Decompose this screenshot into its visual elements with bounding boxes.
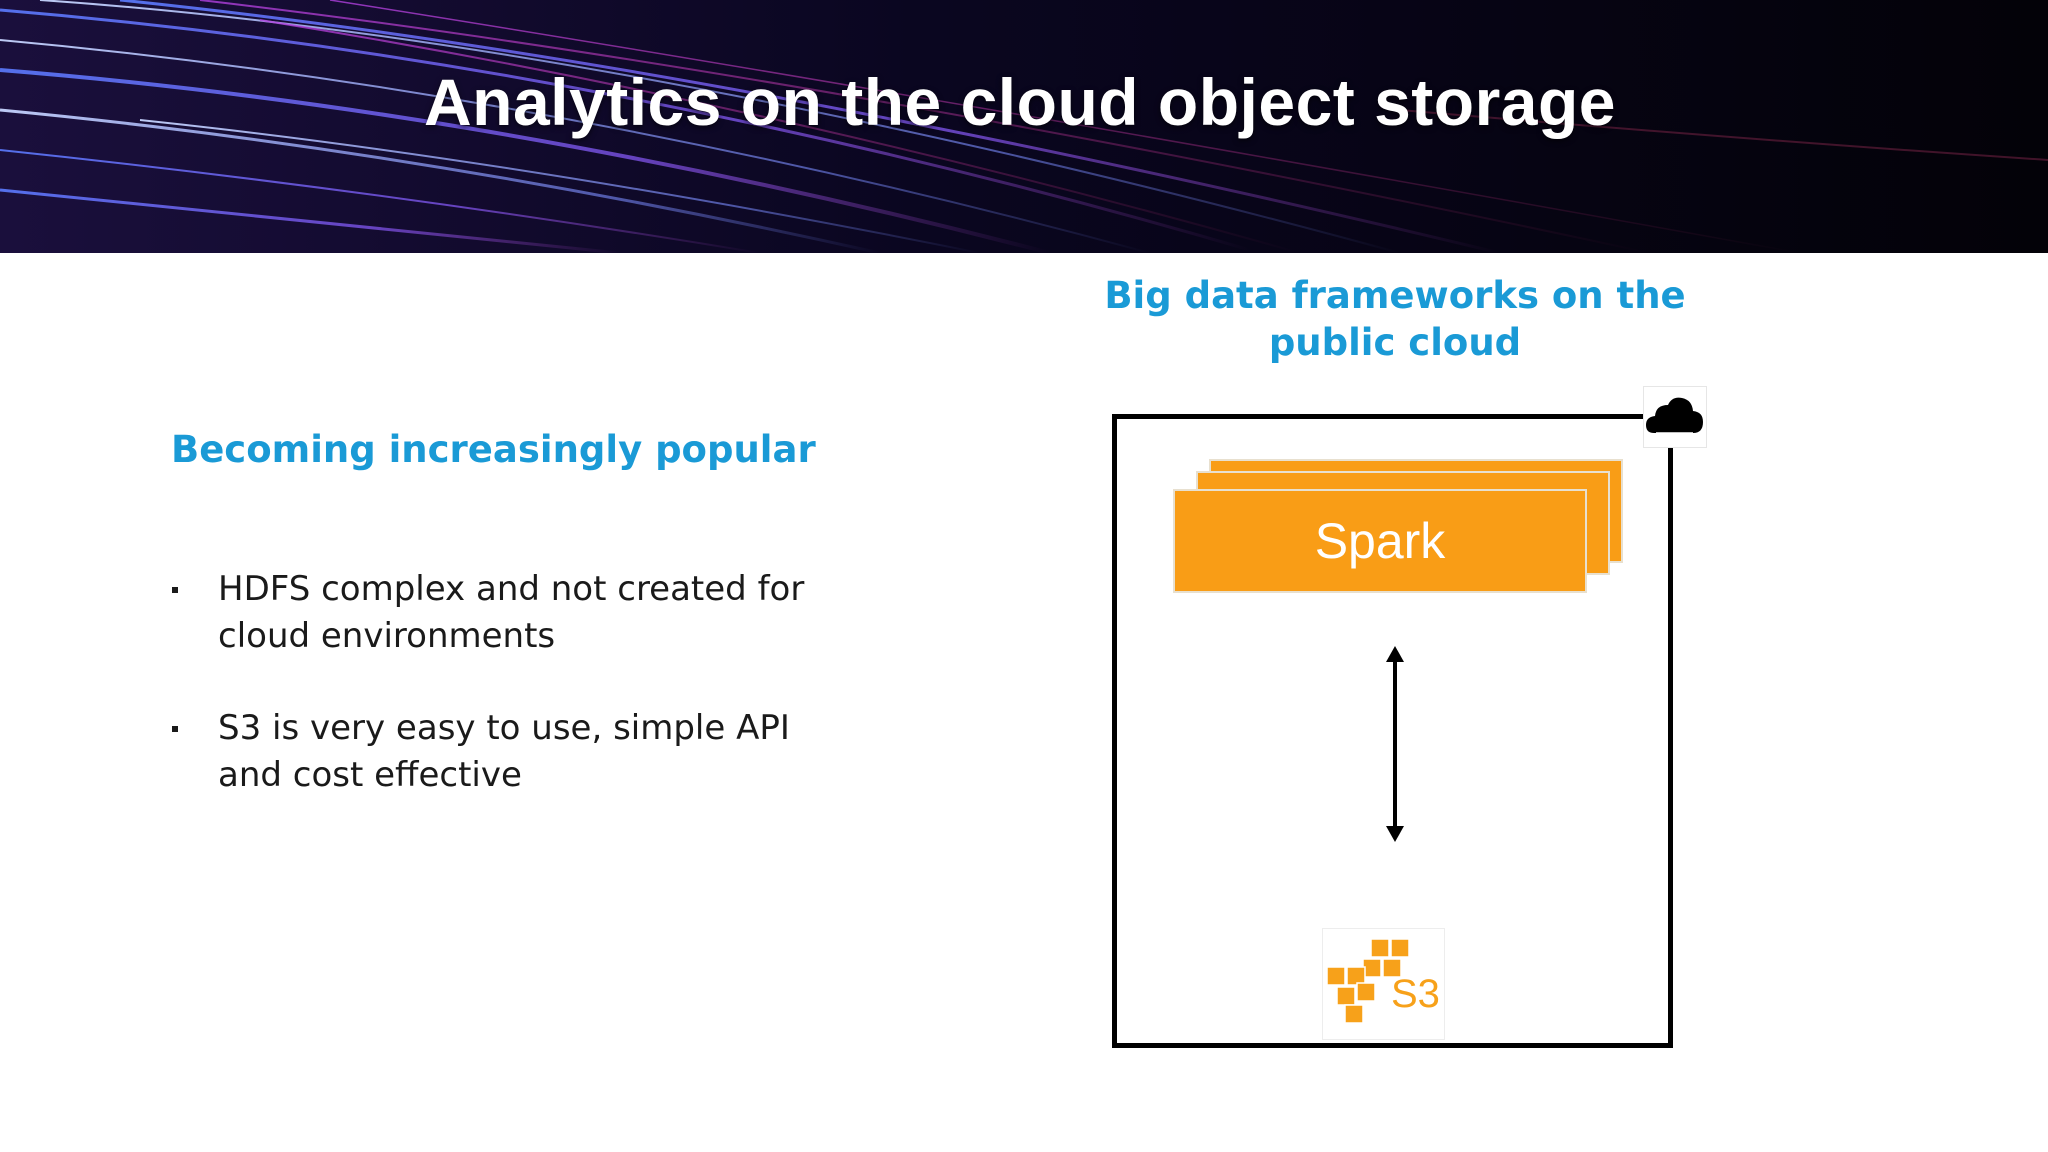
spark-box: Spark (1173, 489, 1587, 593)
right-heading: Big data frameworks on the public cloud (1104, 274, 1686, 364)
bullet-item: HDFS complex and not created for cloud e… (172, 566, 838, 660)
header-banner: Analytics on the cloud object storage (0, 0, 2048, 253)
slide-title: Analytics on the cloud object storage (423, 65, 1617, 139)
left-heading: Becoming increasingly popular (171, 428, 816, 471)
bidirectional-arrow-icon (1386, 646, 1404, 842)
light-streaks-image (0, 0, 2048, 253)
bullet-marker (172, 726, 178, 732)
bullet-text: HDFS complex and not created for cloud e… (218, 569, 805, 656)
bullet-text: S3 is very easy to use, simple API and c… (218, 708, 790, 795)
bullet-marker (172, 587, 178, 593)
s3-logo-text: S3 (1391, 972, 1440, 1016)
cloud-environment-box (1112, 414, 1673, 1048)
bullet-item: S3 is very easy to use, simple API and c… (172, 705, 838, 799)
cloud-icon (1643, 386, 1707, 448)
aws-s3-icon: S3 (1322, 928, 1445, 1040)
